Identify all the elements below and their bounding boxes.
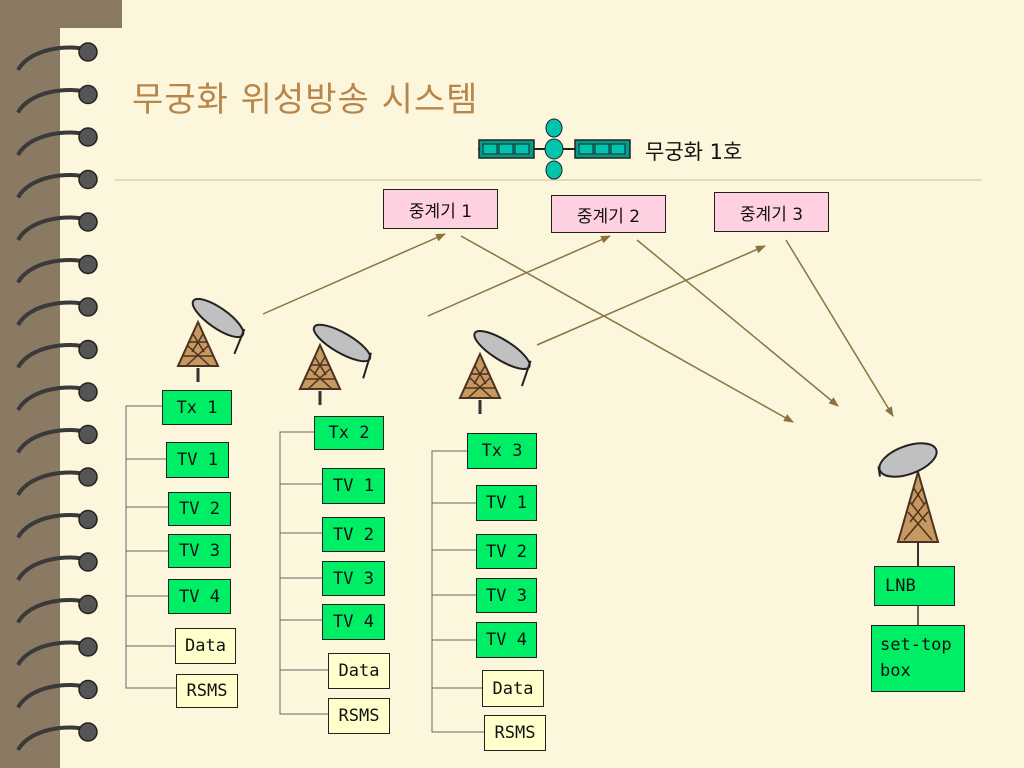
data-module-2: Data	[328, 653, 390, 689]
satellite-icon	[478, 118, 631, 180]
tx-module-2: Tx 2	[314, 416, 384, 450]
tv-channel-3-1: TV 1	[476, 485, 537, 521]
binding-hole	[78, 594, 98, 615]
rsms-module-1: RSMS	[176, 674, 238, 708]
binding-hole	[78, 509, 98, 530]
tv-channel-3-4: TV 4	[476, 622, 537, 658]
tv-channel-2-4: TV 4	[322, 604, 385, 640]
binding-hole	[78, 637, 98, 657]
tx-module-3: Tx 3	[467, 433, 537, 469]
binding-hole	[78, 722, 98, 742]
tv-channel-3-2: TV 2	[476, 534, 537, 569]
tx-module-1: Tx 1	[162, 390, 232, 425]
transponder-2: 중계기 2	[551, 195, 666, 233]
data-module-1: Data	[175, 628, 236, 664]
tv-channel-2-2: TV 2	[322, 517, 385, 552]
binding-hole	[78, 169, 98, 190]
page-title: 무궁화 위성방송 시스템	[132, 80, 479, 120]
uplink-arrows	[262, 233, 894, 423]
binding-hole	[78, 424, 98, 445]
antenna-icon-3	[458, 330, 532, 416]
uplink-arrow-2	[427, 235, 611, 317]
binding-hole	[78, 297, 98, 317]
uplink-arrow-3	[536, 245, 766, 346]
binding-hole	[78, 42, 98, 62]
tv-channel-1-1: TV 1	[166, 442, 229, 478]
tv-channel-2-1: TV 1	[322, 468, 385, 504]
binding-hole	[78, 552, 98, 572]
station-connectors	[125, 405, 484, 733]
binding-hole	[78, 679, 98, 700]
downlink-arrow-2	[636, 239, 839, 407]
binding-hole	[78, 339, 98, 360]
receiver-antenna-icon	[877, 442, 940, 568]
tv-channel-1-4: TV 4	[168, 579, 231, 614]
downlink-arrow-1	[460, 235, 794, 423]
binding-hole	[78, 212, 98, 232]
settop-box: set-top box	[871, 625, 965, 692]
binding-hole	[78, 84, 98, 105]
data-module-3: Data	[482, 670, 544, 707]
rsms-module-3: RSMS	[484, 715, 546, 751]
tv-channel-2-3: TV 3	[322, 561, 385, 596]
binding-hole	[78, 254, 98, 275]
binding-hole	[78, 127, 98, 147]
transponder-3: 중계기 3	[714, 192, 829, 232]
uplink-arrow-1	[262, 233, 446, 315]
tv-channel-1-2: TV 2	[168, 492, 231, 526]
antenna-icon-1	[176, 297, 246, 384]
binding-hole	[78, 382, 98, 402]
downlink-arrow-3	[785, 239, 894, 417]
spiral-binding	[16, 42, 98, 752]
binding-hole	[78, 467, 98, 487]
transponder-1: 중계기 1	[383, 189, 498, 229]
tv-channel-3-3: TV 3	[476, 578, 537, 613]
rsms-module-2: RSMS	[328, 698, 390, 734]
antenna-icon-2	[298, 323, 372, 407]
tv-channel-1-3: TV 3	[168, 534, 231, 568]
lnb-module: LNB	[874, 566, 955, 606]
satellite-label: 무궁화 1호	[645, 140, 743, 164]
